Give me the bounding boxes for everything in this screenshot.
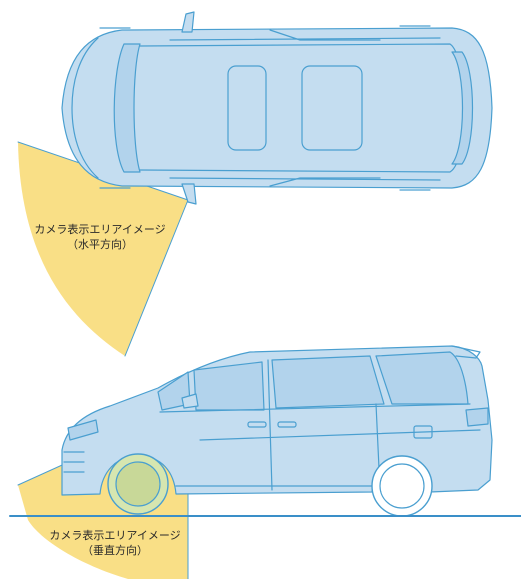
horizontal-camera-area [18,142,188,356]
car-side-handle-slide [277,421,297,428]
vertical-area-label: カメラ表示エリアイメージ （垂直方向） [45,528,185,558]
horizontal-area-direction: （水平方向） [67,238,133,251]
car-side-headlight [67,419,99,441]
car-side-window-middle [271,355,385,409]
car-side-mirror [181,393,199,409]
horizontal-area-title: カメラ表示エリアイメージ [34,223,166,236]
car-top-side-detail-lower [269,177,381,187]
horizontal-area-edge-lower [124,199,189,357]
car-top-body [61,27,493,189]
car-side-fuel-lid [413,425,433,439]
car-top-rail-lower [169,177,441,181]
car-top-mirror-upper [181,11,195,33]
car-side-taillight [465,407,489,427]
car-top-side-detail-upper [269,29,381,41]
vertical-area-direction: （垂直方向） [82,544,148,557]
car-side-handle-front [247,421,267,428]
car-side-rear-wheel-rim [379,463,425,509]
vertical-area-title: カメラ表示エリアイメージ [49,529,181,542]
car-top-view [61,11,493,205]
car-top-front-bumper [71,37,99,179]
car-top-mirror-lower [181,183,197,205]
car-top-sunroof-front [227,65,267,151]
car-top-rear-window [451,51,474,165]
car-side-door-front [267,359,273,491]
car-top-windshield [113,43,141,173]
car-side-spoiler [451,345,481,359]
car-side-character-line [199,429,481,441]
car-side-view [61,345,493,517]
car-side-beltline [159,403,471,413]
car-top-rail-upper [169,37,441,41]
horizontal-area-label: カメラ表示エリアイメージ （水平方向） [30,222,170,252]
car-side-grille [63,451,85,473]
car-side-window-front [193,361,265,411]
car-side-front-wheel-rim [115,461,161,507]
car-side-window-rear [375,351,469,405]
car-top-sunroof-rear [301,65,363,151]
